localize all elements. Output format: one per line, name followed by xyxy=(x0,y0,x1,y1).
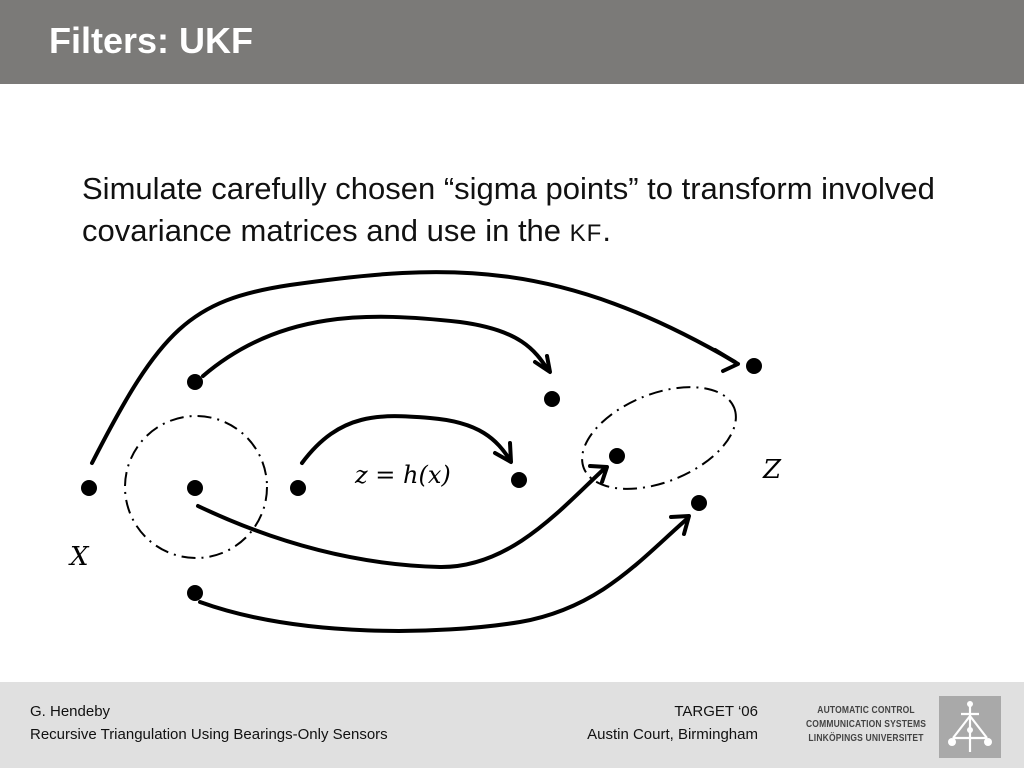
footer-venue: Austin Court, Birmingham xyxy=(587,726,758,743)
sigma-point-output-3 xyxy=(511,472,527,488)
mapping-arrow-lower xyxy=(196,466,607,570)
footer-author: G. Hendeby xyxy=(30,703,111,720)
body-text-end: . xyxy=(602,213,611,248)
footer-event: TARGET ‘06 xyxy=(674,703,758,720)
arrowhead-bottom xyxy=(669,514,691,536)
sigma-point-input-bottom xyxy=(187,585,203,601)
slide-body-text: Simulate carefully chosen “sigma points”… xyxy=(82,168,962,255)
logo-line-3: LINKÖPINGS UNIVERSITET xyxy=(808,733,924,744)
title-bar: Filters: UKF xyxy=(0,0,1024,84)
institution-logo-text: AUTOMATIC CONTROL COMMUNICATION SYSTEMS … xyxy=(806,704,926,746)
logo-line-2: COMMUNICATION SYSTEMS xyxy=(806,719,927,730)
sigma-point-output-5 xyxy=(691,495,707,511)
slide-title: Filters: UKF xyxy=(49,20,254,61)
transform-equation: z = h(x) xyxy=(354,461,451,489)
output-set-label: Z xyxy=(762,455,782,485)
sigma-point-input-top xyxy=(187,374,203,390)
output-covariance-ellipse xyxy=(581,386,737,490)
footer-left: G. Hendeby Recursive Triangulation Using… xyxy=(30,700,388,746)
sigma-point-diagram: X Z z = h(x) xyxy=(68,270,782,633)
body-text-main: Simulate carefully chosen “sigma points”… xyxy=(82,171,935,248)
sigma-point-input-center xyxy=(187,480,203,496)
mapping-arrow-bottom xyxy=(198,516,690,633)
footer-talk-title: Recursive Triangulation Using Bearings-O… xyxy=(30,726,388,743)
input-covariance-circle xyxy=(124,415,268,559)
mapping-arrow-top xyxy=(201,314,550,378)
input-set-label: X xyxy=(68,542,90,572)
kf-abbreviation: KF xyxy=(569,220,603,247)
arrowhead-center xyxy=(493,441,513,464)
sigma-point-output-1 xyxy=(746,358,762,374)
sigma-point-input-right xyxy=(290,480,306,496)
arrowhead-top xyxy=(533,354,552,374)
university-logo-icon xyxy=(939,696,1001,758)
sigma-point-output-4 xyxy=(609,448,625,464)
mapping-arrow-center xyxy=(300,414,512,465)
sigma-point-input-left xyxy=(81,480,97,496)
footer-right: TARGET ‘06 Austin Court, Birmingham xyxy=(587,700,758,746)
sigma-point-output-2 xyxy=(544,391,560,407)
mapping-arrow-outer xyxy=(90,270,737,465)
arrowhead-outer xyxy=(713,348,740,373)
footer-bar: G. Hendeby Recursive Triangulation Using… xyxy=(0,682,1024,768)
arrowhead-lower xyxy=(588,464,609,484)
logo-line-1: AUTOMATIC CONTROL xyxy=(817,705,915,716)
